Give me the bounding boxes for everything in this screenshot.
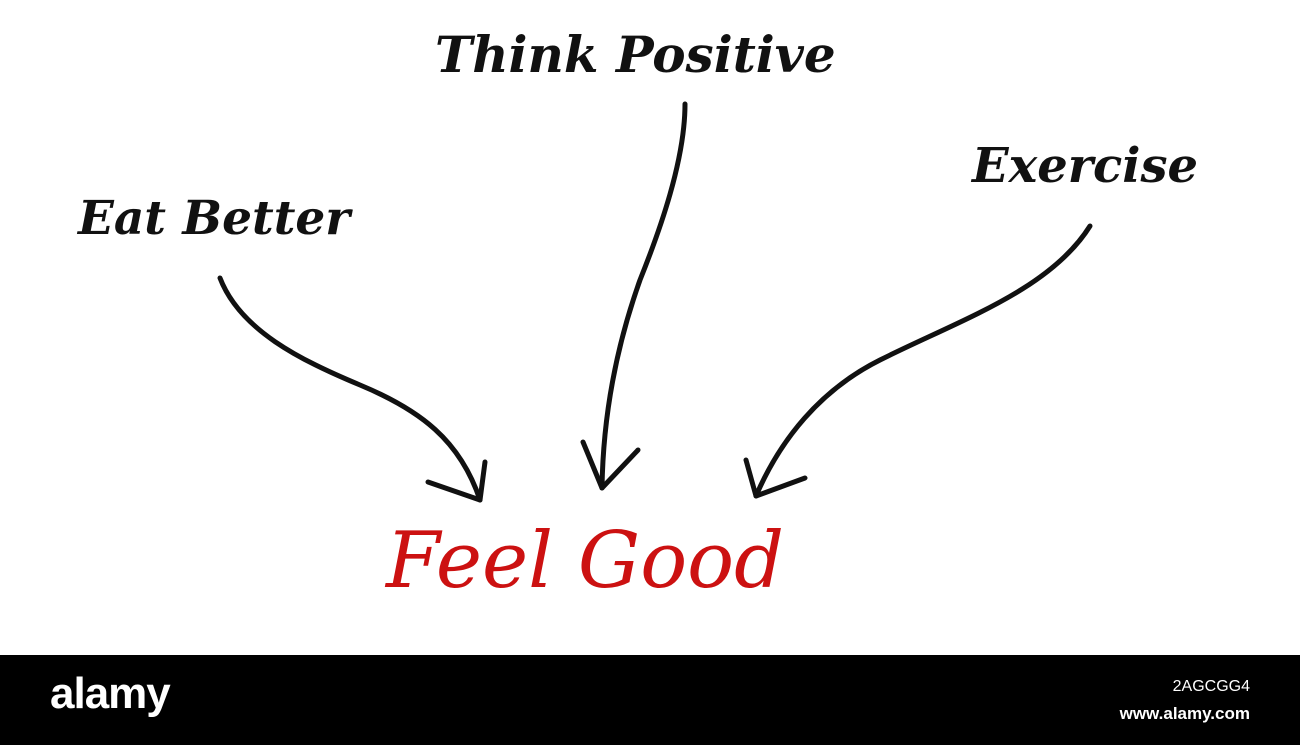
arrow-eat-better [217, 275, 483, 503]
arrows-layer [217, 101, 1093, 503]
arrow-exercise [753, 223, 1093, 499]
brand-logo: alamy [50, 669, 171, 718]
input-label-eat-better: Eat Better [78, 191, 351, 246]
diagram-canvas: Eat Better Think Positive Exercise Feel … [78, 25, 1199, 606]
image-id: 2AGCGG4 [1172, 678, 1250, 695]
input-label-think-positive: Think Positive [435, 25, 836, 84]
site-url: www.alamy.com [1119, 704, 1250, 723]
arrowhead-think-positive [580, 439, 641, 491]
arrowhead-eat-better [425, 459, 488, 503]
input-label-exercise: Exercise [972, 138, 1199, 194]
arrow-think-positive [599, 101, 688, 491]
arrowhead-exercise [743, 457, 808, 499]
result-label-feel-good: Feel Good [386, 516, 785, 606]
watermark-footer: alamy 2AGCGG4 www.alamy.com [0, 655, 1300, 745]
